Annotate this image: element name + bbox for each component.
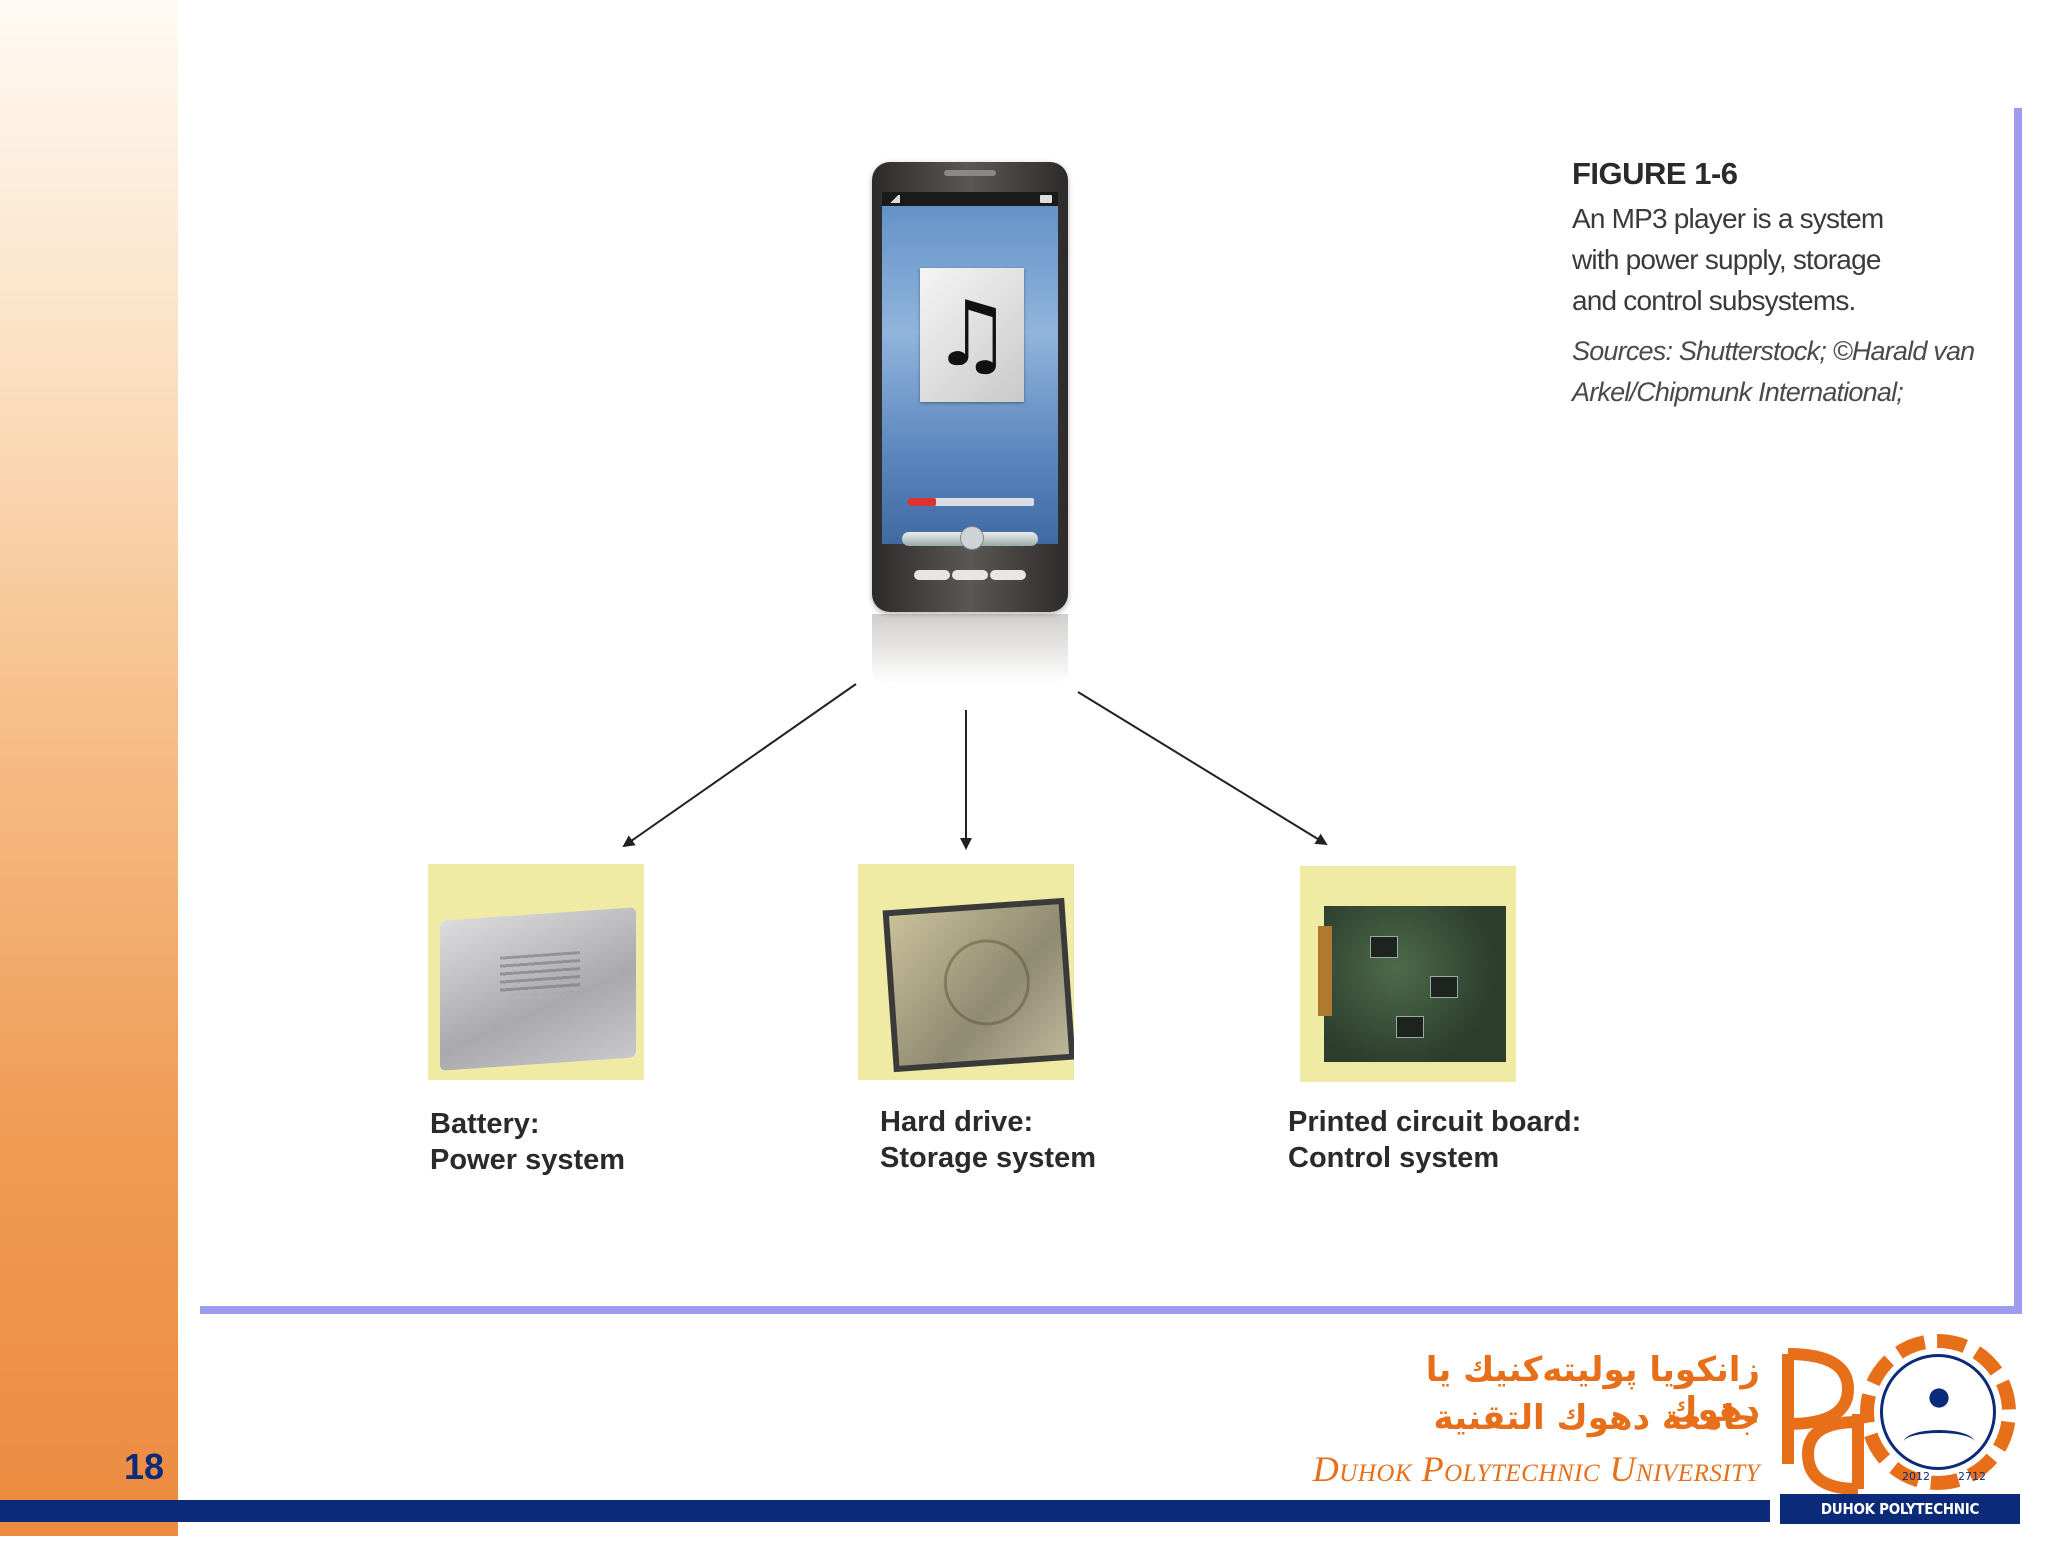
signal-icon <box>888 195 900 203</box>
mp3-player-image: ♫ <box>872 162 1068 612</box>
pcb-chip <box>1430 976 1458 998</box>
phone-screen: ♫ <box>882 192 1058 550</box>
soft-key-center <box>952 570 988 580</box>
playback-progress-fill <box>908 498 936 506</box>
figure-caption: FIGURE 1-6 An MP3 player is a system wit… <box>1572 156 1992 413</box>
hard-drive-platter <box>940 936 1033 1029</box>
hard-drive-label-subtitle: Storage system <box>880 1142 1096 1174</box>
book-icon <box>1904 1430 1974 1453</box>
page-number: 18 <box>124 1446 165 1487</box>
pcb-chip <box>1396 1016 1424 1038</box>
soft-key-right <box>990 570 1026 580</box>
pcb-board <box>1324 906 1506 1062</box>
figure-description-line: and control subsystems. <box>1572 285 1856 316</box>
footer-bar <box>0 1500 1770 1522</box>
phone-reflection <box>872 614 1068 684</box>
logo-year-right: 2712 <box>1958 1470 1986 1483</box>
play-knob-icon <box>960 526 984 550</box>
pcb-connector <box>1318 926 1332 1016</box>
pcb-label-title: Printed circuit board: <box>1288 1106 1582 1138</box>
logo-banner: DUHOK POLYTECHNIC UNIVERSITY <box>1780 1494 2020 1548</box>
battery-status-icon <box>1040 195 1052 203</box>
music-note-icon: ♫ <box>931 282 1013 387</box>
arrow-to-battery <box>622 683 857 848</box>
figure-description: An MP3 player is a system with power sup… <box>1572 198 1992 321</box>
tree-icon <box>1926 1386 1952 1426</box>
figure-sources: Sources: Shutterstock; ©Harald van Arkel… <box>1572 331 1992 413</box>
playback-progress-track <box>908 498 1034 506</box>
figure-title: FIGURE 1-6 <box>1572 156 1738 191</box>
arrow-to-pcb <box>1077 691 1328 846</box>
hard-drive-label-title: Hard drive: <box>880 1106 1034 1138</box>
figure-sources-line: Arkel/Chipmunk International; <box>1572 377 1904 407</box>
side-gradient-band <box>0 0 178 1536</box>
battery-label-title: Battery: <box>430 1108 540 1140</box>
figure-sources-line: Sources: Shutterstock; ©Harald van <box>1572 336 1975 366</box>
phone-speaker <box>944 170 996 176</box>
pcb-photo <box>1300 866 1516 1082</box>
pcb-label-subtitle: Control system <box>1288 1142 1500 1174</box>
album-art: ♫ <box>920 268 1024 402</box>
pcb-chip <box>1370 936 1398 958</box>
university-name-arabic: جامعة دهوك التقنية <box>1433 1398 1760 1438</box>
battery-label-subtitle: Power system <box>430 1144 626 1176</box>
dp-monogram-icon <box>1782 1348 1864 1494</box>
university-name-kurdish: زانكويا پوليتەكنيك يا دهوك <box>1425 1350 1760 1430</box>
playback-controls <box>902 526 1038 550</box>
figure-description-line: with power supply, storage <box>1572 244 1881 275</box>
logo-year-left: 2012 <box>1902 1470 1930 1483</box>
frame-border-bottom <box>200 1306 2022 1314</box>
pcb-label: Printed circuit board: Control system <box>1288 1104 1581 1176</box>
battery-photo <box>428 864 644 1080</box>
hard-drive-photo <box>858 864 1074 1080</box>
university-logo: 2012 2712 DUHOK POLYTECHNIC UNIVERSITY <box>1776 1330 2024 1548</box>
battery-label: Battery: Power system <box>430 1106 625 1178</box>
battery-cell <box>440 907 636 1071</box>
battery-label-print <box>500 951 580 997</box>
soft-key-left <box>914 570 950 580</box>
university-name-english: Duhok Polytechnic University <box>1312 1449 1760 1489</box>
status-bar <box>882 192 1058 206</box>
hard-drive-case <box>882 897 1074 1073</box>
frame-border-right <box>2014 108 2022 1314</box>
figure-description-line: An MP3 player is a system <box>1572 203 1884 234</box>
hard-drive-label: Hard drive: Storage system <box>880 1104 1096 1176</box>
